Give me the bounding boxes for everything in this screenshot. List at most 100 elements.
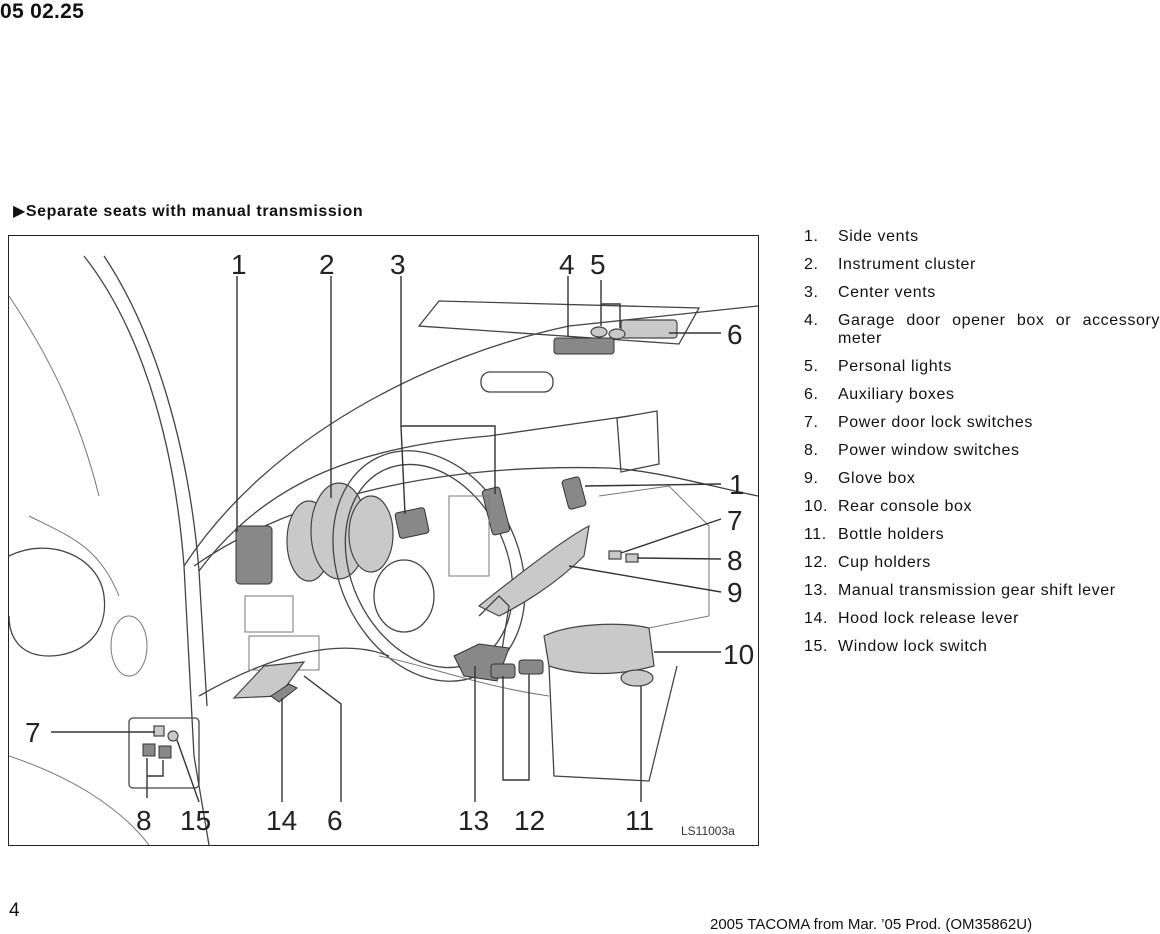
callout-7-right: 7 [727, 505, 743, 536]
callout-1-right: 1 [729, 469, 745, 500]
window-switch-left-1 [142, 743, 156, 757]
item-label: Instrument cluster [838, 256, 976, 273]
item-label: Center vents [838, 284, 936, 301]
leader-3 [400, 276, 496, 494]
callout-6-top: 6 [727, 319, 743, 350]
cup-holder-1 [490, 663, 516, 679]
gauge-right [348, 495, 394, 573]
parts-list-item: 3.Center vents [804, 284, 1160, 302]
seat-edge [9, 755, 150, 845]
callout-15: 15 [180, 805, 211, 836]
a-pillar-inner [103, 255, 208, 707]
door-lock-switch-left [153, 725, 165, 737]
item-number: 10. [804, 498, 829, 515]
item-label: Window lock switch [838, 638, 988, 655]
leader-1-right [584, 483, 722, 487]
parts-list-item: 2. Instrument cluster [804, 256, 1160, 274]
callout-13: 13 [458, 805, 489, 836]
parts-list-item: 4. Garage door opener box or accessory me… [804, 312, 1160, 348]
leader-15 [176, 739, 200, 803]
glove-box [477, 524, 590, 617]
item-number: 11. [804, 526, 827, 543]
item-label: Auxiliary boxes [838, 386, 955, 403]
a-pillar-outer [83, 255, 210, 845]
item-number: 4. [804, 312, 819, 329]
bottle-holder [620, 669, 654, 687]
driver-door-armrest [128, 717, 200, 789]
item-label: Bottle holders [838, 526, 945, 543]
personal-light [590, 326, 608, 338]
callout-8-left: 8 [136, 805, 152, 836]
switch-bank-upper [244, 595, 294, 633]
item-number: 9. [804, 470, 819, 487]
window-lock-switch [167, 730, 179, 742]
door-frame-line [9, 295, 100, 497]
steering-wheel-inner [344, 463, 514, 669]
leader-8-right [636, 557, 722, 560]
parts-list-item: 10. Rear console box [804, 498, 1160, 516]
parts-list-item: 12.Cup holders [804, 554, 1160, 572]
callout-4: 4 [559, 249, 575, 280]
item-number: 14. [804, 610, 829, 627]
steering-hub [373, 559, 435, 633]
callout-2: 2 [319, 249, 335, 280]
leader-8-left-branch [147, 760, 164, 777]
side-vent-right [561, 476, 587, 510]
item-number: 13. [804, 582, 829, 599]
window-switch-right [625, 553, 639, 563]
callout-3: 3 [390, 249, 406, 280]
item-number: 6. [804, 386, 819, 403]
dashboard-lower [198, 647, 390, 697]
item-label: Garage door opener box or accessory mete… [838, 312, 1160, 347]
leader-7-right [620, 518, 722, 554]
passenger-mirror [616, 410, 660, 473]
parts-list-item: 8.Power window switches [804, 442, 1160, 460]
parts-list-item: 11. Bottle holders [804, 526, 1160, 544]
callout-10: 10 [723, 639, 754, 670]
windshield-inner [198, 415, 630, 572]
parts-list-item: 5.Personal lights [804, 358, 1160, 376]
item-label: Glove box [838, 470, 916, 487]
parts-list-item: 13. Manual transmission gear shift lever [804, 582, 1160, 600]
auxiliary-box [620, 319, 678, 339]
callout-7-left: 7 [25, 717, 41, 748]
dashboard-top [193, 466, 758, 567]
center-stack [448, 495, 490, 577]
floor-line [378, 655, 550, 697]
interior-illustration: 1 2 3 4 5 6 1 7 8 9 10 7 8 15 14 6 13 12… [8, 235, 759, 846]
section-heading: ▶Separate seats with manual transmission [13, 203, 364, 220]
page-number: 4 [9, 900, 20, 921]
item-label: Personal lights [838, 358, 952, 375]
item-label: Manual transmission gear shift lever [838, 582, 1116, 599]
callout-12: 12 [514, 805, 545, 836]
door-lock-switch-right [608, 550, 622, 560]
door-handle [110, 615, 148, 677]
item-number: 2. [804, 256, 819, 273]
doc-code: 05 02.25 [0, 0, 85, 23]
parts-list-item: 1.Side vents [804, 228, 1160, 246]
item-label: Rear console box [838, 498, 973, 515]
cup-holder-2 [518, 659, 544, 675]
item-number: 15. [804, 638, 829, 655]
leader-9 [568, 565, 722, 593]
parts-list-item: 15. Window lock switch [804, 638, 1160, 656]
personal-light-2 [608, 328, 626, 340]
item-label: Cup holders [838, 554, 931, 571]
parts-list-item: 9. Glove box [804, 470, 1160, 488]
leader-6-bottom [303, 675, 342, 802]
leader-12 [502, 674, 530, 781]
item-label: Hood lock release lever [838, 610, 1019, 627]
windshield-top [183, 305, 758, 567]
rearview-mirror [480, 371, 554, 393]
passenger-door-panel [598, 485, 710, 637]
item-label: Side vents [838, 228, 919, 245]
side-vent-left [235, 525, 273, 585]
hood-release-lever [270, 683, 298, 703]
rear-console-lid [543, 623, 655, 675]
item-number: 8. [804, 442, 819, 459]
leader-5 [600, 280, 621, 328]
center-vent-left [394, 507, 430, 539]
callout-1-left: 1 [231, 249, 247, 280]
door-panel-line [28, 515, 120, 597]
callout-14: 14 [266, 805, 297, 836]
